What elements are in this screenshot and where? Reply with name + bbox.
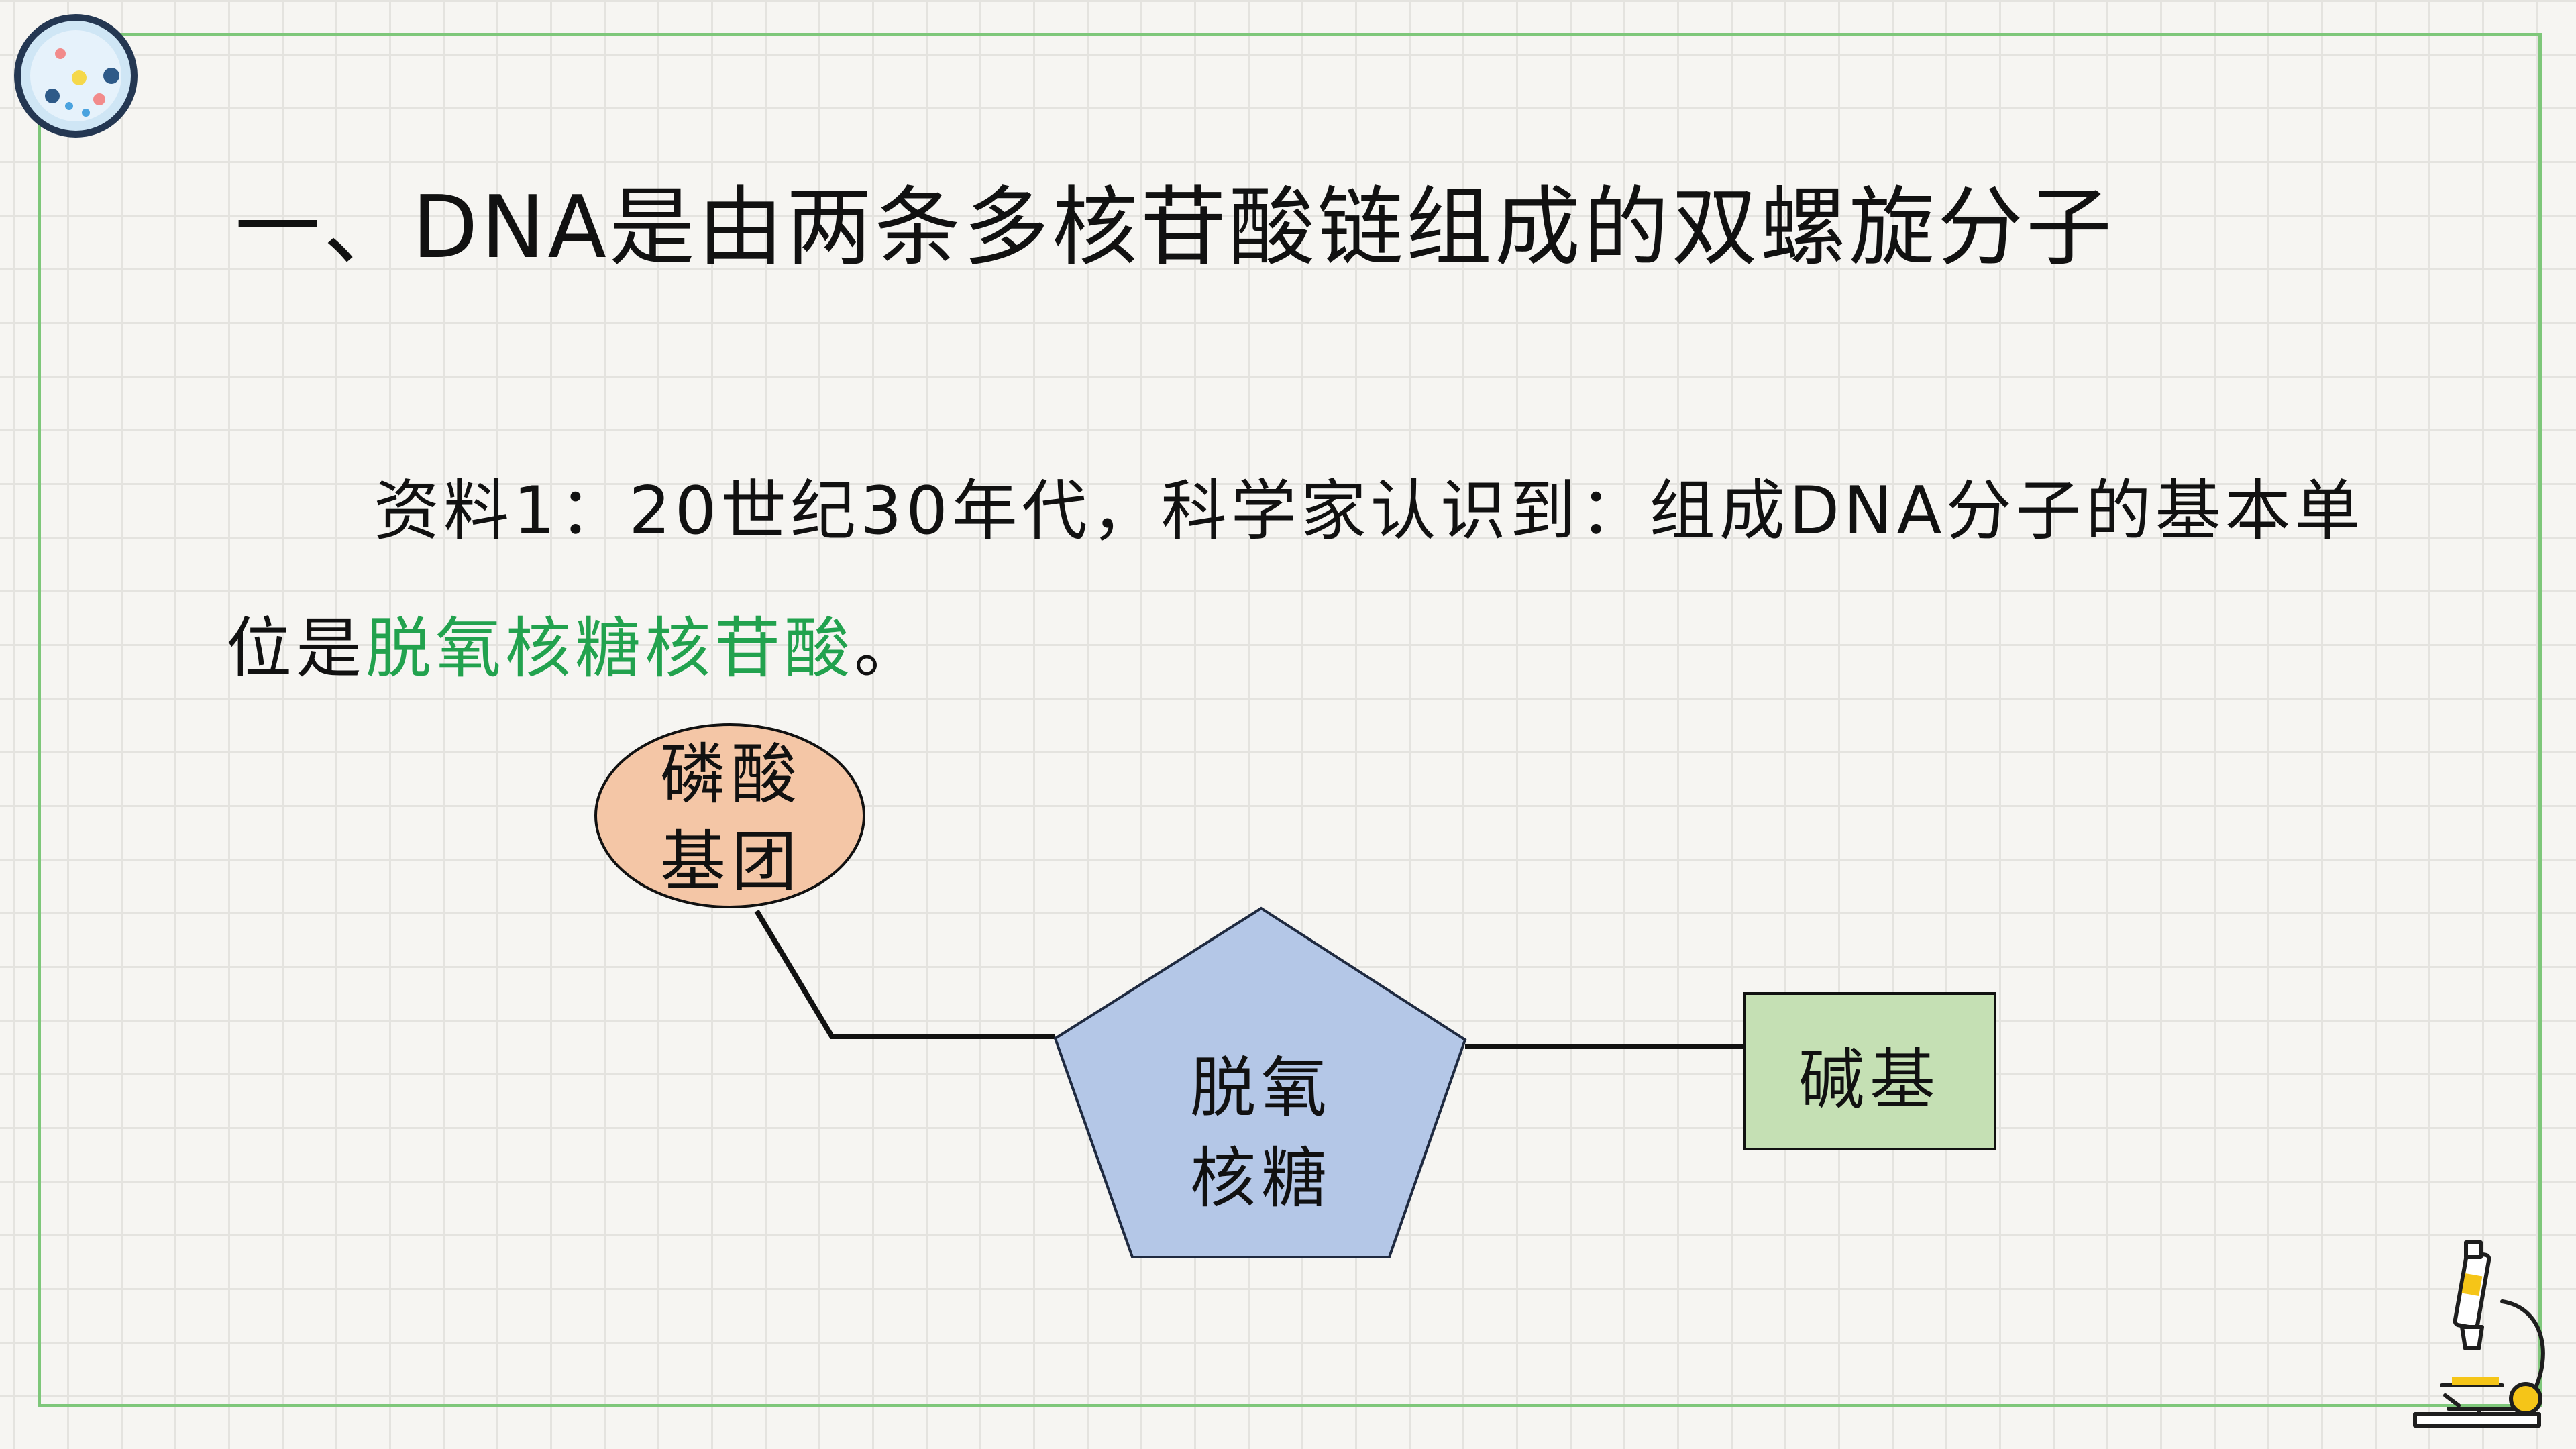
phosphate-label-line1: 磷酸 [659, 737, 802, 813]
slide-frame [38, 33, 2542, 1407]
sugar-label: 脱氧 核糖 [1134, 1043, 1389, 1224]
base-label: 碱基 [1798, 1042, 1941, 1118]
base-rectangle [1743, 992, 1996, 1150]
page-title: 一、DNA是由两条多核苷酸链组成的双螺旋分子 [235, 178, 2114, 278]
petri-dish-icon [5, 5, 146, 146]
sugar-label-line2: 核糖 [1189, 1140, 1332, 1217]
sugar-label-line1: 脱氧 [1189, 1050, 1332, 1126]
microscope-icon [2402, 1234, 2563, 1436]
phosphate-label-line2: 基团 [659, 824, 802, 900]
material-text: 资料1：20世纪30年代，科学家认识到：组成DNA分子的基本单位是 [226, 473, 2365, 687]
phosphate-bond-line [754, 909, 835, 1038]
material-paragraph: 资料1：20世纪30年代，科学家认识到：组成DNA分子的基本单位是脱氧核糖核苷酸… [226, 443, 2373, 718]
phosphate-label: 磷酸 基团 [604, 731, 859, 906]
material-period: 。 [854, 610, 924, 687]
deoxyribose-pentagon [1053, 906, 1467, 1258]
phosphate-group-ellipse [594, 723, 865, 908]
highlight-term: 脱氧核糖核苷酸 [366, 610, 855, 687]
